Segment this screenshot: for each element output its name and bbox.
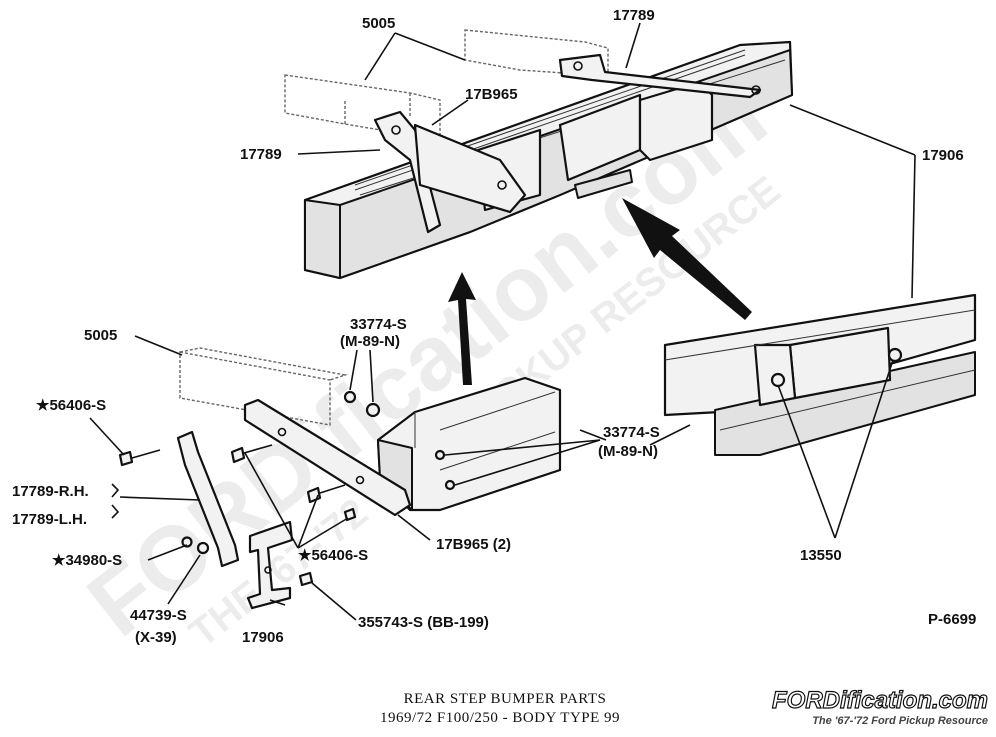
bolt-hole bbox=[497, 180, 507, 190]
label-5005-mid: 5005 bbox=[84, 327, 117, 344]
bumper-step-pad bbox=[574, 169, 633, 199]
label-34980: ★34980-S bbox=[52, 552, 122, 569]
inset-lower-rail bbox=[714, 351, 976, 456]
nut-33774-a bbox=[343, 390, 357, 404]
label-p6699: P-6699 bbox=[928, 611, 976, 628]
nut-33774-b bbox=[365, 402, 381, 418]
bolt-hole bbox=[355, 475, 365, 485]
exploded-mounting-parts bbox=[118, 347, 562, 610]
bumper-face bbox=[304, 199, 341, 279]
frame-rail-dashed-lower bbox=[179, 347, 348, 426]
label-17b965-2: 17B965 (2) bbox=[436, 536, 511, 553]
washer-44739 bbox=[196, 541, 210, 555]
plate-17b965-upper bbox=[413, 123, 527, 214]
brace-17789-rh-lh bbox=[176, 430, 240, 568]
label-13550: 13550 bbox=[800, 547, 842, 564]
label-17789-top: 17789 bbox=[613, 7, 655, 24]
brace-17789-left bbox=[373, 110, 442, 234]
label-x39: (X-39) bbox=[135, 629, 177, 646]
caption-line-2: 1969/72 F100/250 - BODY TYPE 99 bbox=[380, 710, 620, 726]
label-17906-bottom: 17906 bbox=[242, 629, 284, 646]
inset-detail bbox=[663, 293, 977, 456]
label-17789-rh: 17789-R.H. bbox=[12, 483, 89, 500]
label-44739: 44739-S bbox=[130, 607, 187, 624]
part-labels: 5005 17789 17B965 17789 17906 5005 33774… bbox=[12, 7, 976, 646]
bolt-hole bbox=[391, 125, 401, 135]
nut-33774-d bbox=[444, 479, 456, 491]
figure-caption: REAR STEP BUMPER PARTS 1969/72 F100/250 … bbox=[380, 691, 620, 726]
assembly-arrows bbox=[448, 198, 752, 385]
label-56406-left: ★56406-S bbox=[36, 397, 106, 414]
arrow-up-to-bumper bbox=[448, 272, 476, 385]
logo-tagline: The '67-'72 Ford Pickup Resource bbox=[812, 715, 988, 727]
bumper-assembly bbox=[284, 29, 794, 280]
label-17789-left: 17789 bbox=[240, 146, 282, 163]
bracket-17906 bbox=[246, 520, 294, 610]
label-m89-lower: (M-89-N) bbox=[598, 443, 658, 460]
label-17906-right: 17906 bbox=[922, 147, 964, 164]
logo-title: FORDification.com bbox=[772, 687, 988, 714]
plate-17b965-lower bbox=[243, 398, 412, 517]
nut-33774-c bbox=[434, 449, 446, 461]
inset-nut-13550-right bbox=[887, 347, 903, 363]
bolt-56406-small bbox=[343, 507, 357, 522]
leader-lines bbox=[89, 22, 916, 621]
label-56406-mid: ★56406-S bbox=[298, 547, 368, 564]
arrow-inset-to-bumper bbox=[622, 198, 752, 320]
nut-34980 bbox=[181, 536, 193, 548]
label-17b965-top: 17B965 bbox=[465, 86, 518, 103]
bolt-56406-left bbox=[118, 449, 161, 467]
caption-line-1: REAR STEP BUMPER PARTS bbox=[404, 691, 607, 707]
label-33774-upper: 33774-S bbox=[350, 316, 407, 333]
bolt-355743 bbox=[298, 571, 314, 587]
label-5005-top: 5005 bbox=[362, 15, 395, 32]
bolt-hole bbox=[573, 61, 583, 71]
bolt-hole bbox=[751, 85, 761, 95]
bolt-hole bbox=[264, 566, 272, 574]
label-355743: 355743-S (BB-199) bbox=[358, 614, 489, 631]
label-m89-upper: (M-89-N) bbox=[340, 333, 400, 350]
fordification-logo: FORDification.com The '67-'72 Ford Picku… bbox=[771, 686, 988, 727]
bolt-56406-center bbox=[230, 444, 273, 464]
label-17789-lh: 17789-L.H. bbox=[12, 511, 87, 528]
label-33774-lower: 33774-S bbox=[603, 424, 660, 441]
bolt-hole bbox=[277, 427, 287, 437]
inset-nut-13550-left bbox=[770, 372, 786, 388]
